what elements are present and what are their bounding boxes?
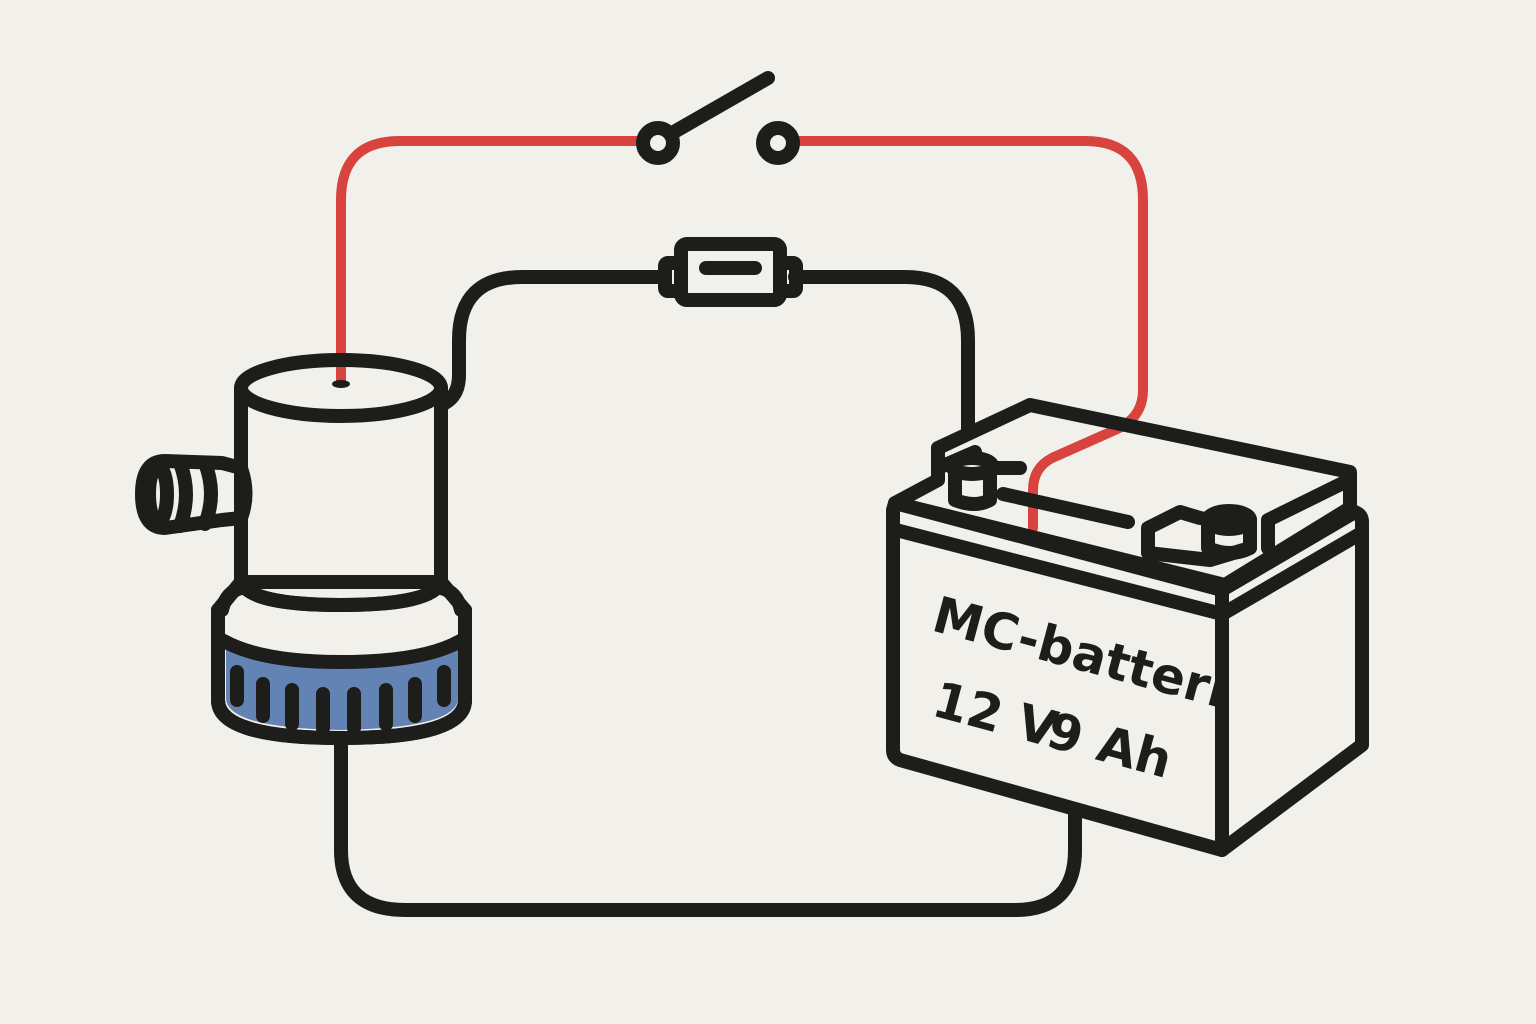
black-wire-pump-to-battery <box>334 731 1082 917</box>
battery: MC-batteri 12 V 9 Ah <box>886 398 1369 857</box>
red-wire-pump-to-switch <box>336 136 645 387</box>
fuse <box>658 237 803 307</box>
battery-terminal-positive <box>1141 475 1352 567</box>
battery-terminal-negative <box>945 451 1027 511</box>
bilge-pump <box>135 353 472 745</box>
red-wire-switch-to-battery <box>790 136 1148 533</box>
switch <box>636 71 800 165</box>
pump-ribs <box>230 665 451 735</box>
battery-capacity-label: 9 Ah <box>1041 701 1178 790</box>
black-wire-fuse-to-battery <box>788 270 975 437</box>
black-wire-pump-to-fuse <box>438 270 672 410</box>
